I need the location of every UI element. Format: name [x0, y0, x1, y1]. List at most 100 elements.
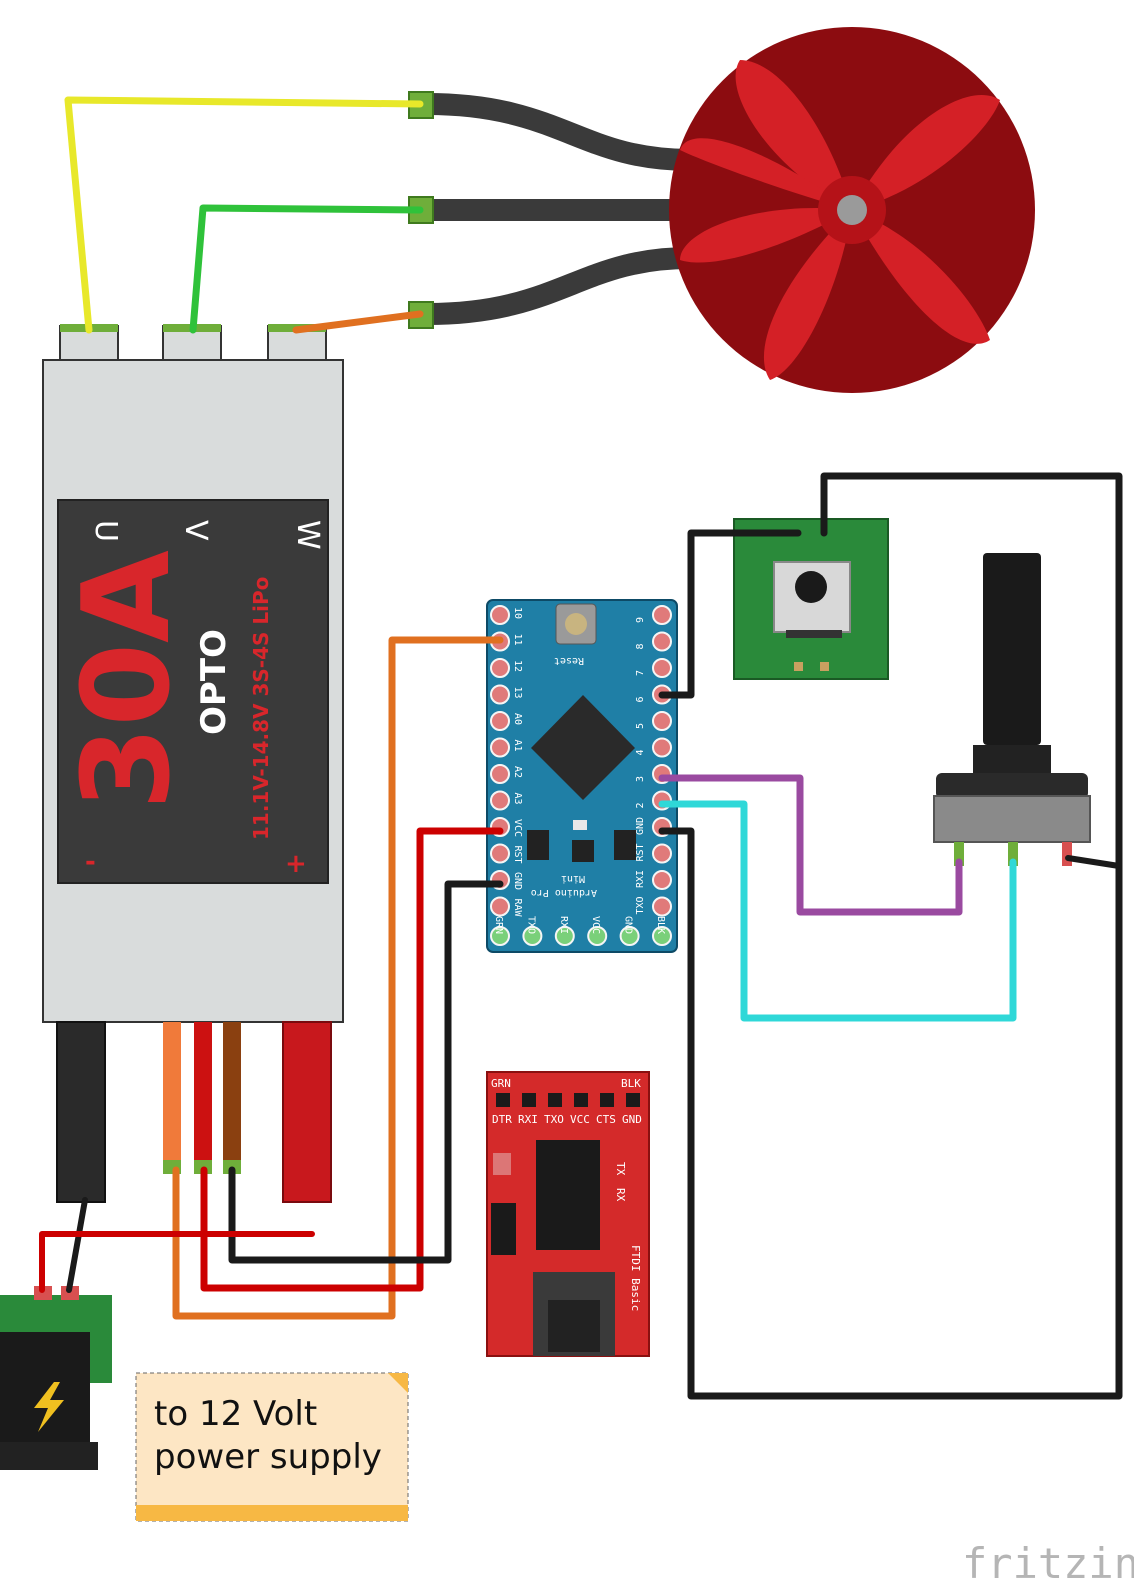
esc-signal-wire-orange: [163, 1022, 181, 1172]
ftdi-pin-label-dtr: DTR: [492, 1113, 512, 1126]
esc-label-panel: [57, 499, 329, 884]
ftdi-pin-label-cts: CTS: [596, 1113, 616, 1126]
pin-label-left-vcc: VCC: [512, 819, 523, 837]
pin-label-right-rxi: RXI: [635, 870, 646, 888]
reset-label: Reset: [554, 655, 584, 666]
pin-label-left-raw: RAW: [512, 899, 523, 918]
pin-label-right-4: 4: [635, 749, 646, 755]
ftdi-pin-rxi: [522, 1093, 536, 1107]
pushbutton-pad-2: [820, 662, 829, 671]
pin-left-raw: [490, 896, 510, 917]
ftdi-pin-label-txo: TXO: [544, 1113, 564, 1126]
wire-black-gnd: [228, 880, 504, 1264]
wire-black-button: [658, 529, 802, 699]
motor-spokes: [680, 60, 1000, 380]
pin-label-left-11: 11: [512, 634, 523, 646]
wire-red-vcc: [200, 827, 504, 1292]
pin-label-bottom-vcc: VCC: [590, 916, 601, 934]
note-fold: [388, 1373, 408, 1393]
ftdi-name: FTDI Basic: [629, 1245, 642, 1311]
pin-label-right-6: 6: [635, 696, 646, 702]
ftdi-pin-dtr: [496, 1093, 510, 1107]
arduino-small-ic: [572, 840, 594, 862]
note: to 12 Volt power supply: [135, 1372, 409, 1522]
ftdi-rx-label: RX: [614, 1188, 627, 1202]
ftdi-pin-cts: [600, 1093, 614, 1107]
pushbutton-cap[interactable]: [795, 571, 827, 603]
esc-signal-wire-brown: [223, 1022, 241, 1172]
pin-bottom-gnd: [619, 926, 640, 946]
note-line-1: to 12 Volt: [154, 1394, 317, 1434]
potentiometer: [933, 553, 1091, 866]
wire-yellow-phase-u: [64, 96, 424, 334]
pot-pin-2: [1008, 842, 1018, 866]
pin-left-a0: [490, 711, 510, 731]
pin-right-rxi: [652, 870, 672, 890]
pin-label-left-a1: A1: [512, 740, 523, 752]
pin-label-right-7: 7: [635, 670, 646, 676]
pot-shaft: [983, 553, 1041, 745]
pin-right-4: [652, 737, 672, 758]
ftdi-pin-label-gnd: GND: [622, 1113, 642, 1126]
pin-label-right-txo: TXO: [635, 896, 646, 914]
power-jack-pin-1: [34, 1286, 52, 1300]
pin-label-left-13: 13: [512, 687, 523, 699]
pot-nut: [936, 773, 1088, 799]
pin-label-right-5: 5: [635, 723, 646, 729]
pin-bottom-blk: [652, 926, 672, 946]
pin-bottom-vcc: [587, 926, 608, 946]
esc-rating: 30A: [58, 550, 197, 810]
pin-right-8: [652, 631, 672, 652]
ftdi-pin-vcc: [574, 1093, 588, 1107]
ftdi-usb-opening: [548, 1300, 600, 1352]
pin-left-a2: [490, 764, 510, 784]
esc-type: OPTO: [194, 629, 234, 735]
wire-cyan-pot-signal: [658, 800, 1017, 1022]
pin-label-right-8: 8: [635, 643, 646, 649]
motor-lead-3: [426, 247, 691, 325]
pin-label-right-3: 3: [635, 776, 646, 782]
pin-right-7: [652, 658, 672, 678]
arduino-name: Arduino Pro: [531, 887, 597, 898]
wires: [39, 96, 1123, 1400]
pin-label-left-a0: A0: [512, 713, 523, 725]
ftdi-pin-label-rxi: RXI: [518, 1113, 538, 1126]
pin-label-right-9: 9: [635, 617, 646, 623]
lightning-bolt-icon: [34, 1382, 64, 1432]
wire-green-phase-v: [189, 204, 424, 334]
arduino-led: [573, 820, 587, 830]
motor-shaft: [837, 195, 867, 225]
ftdi-crystal: [491, 1203, 516, 1255]
motor-lead-1: [426, 93, 691, 171]
wire-red-power: [39, 1231, 315, 1293]
ftdi-pin-txo: [548, 1093, 562, 1107]
ftdi-pin-gnd: [626, 1093, 640, 1107]
ftdi-top-right-label: BLK: [621, 1077, 641, 1090]
pin-right-txo: [652, 896, 672, 917]
arduino-mcu-chip: [531, 695, 635, 800]
wire-orange-phase-w: [292, 310, 424, 334]
pot-pin-1: [954, 842, 964, 866]
pin-label-left-rst: RST: [512, 846, 523, 864]
pin-left-a3: [490, 790, 510, 811]
ftdi-top-left-label: GRN: [491, 1077, 511, 1090]
pin-left-a1: [490, 737, 510, 758]
esc-plus: +: [285, 849, 307, 879]
arduino-regulator-right: [614, 830, 636, 860]
pin-label-left-a2: A2: [512, 766, 523, 778]
pushbutton-pad-1: [794, 662, 803, 671]
pin-label-right-gnd: GND: [635, 817, 646, 835]
esc-lead-positive: [282, 1021, 332, 1203]
pin-label-right-2: 2: [635, 802, 646, 808]
pin-left-12: [490, 658, 510, 678]
pin-bottom-grn: [490, 926, 510, 946]
power-jack-base: [0, 1442, 98, 1470]
power-jack-body: [0, 1332, 90, 1442]
wire-orange-signal: [172, 636, 504, 1320]
ftdi-tx-label: TX: [614, 1162, 627, 1176]
ftdi-chip: [536, 1140, 600, 1250]
ftdi-component: [493, 1153, 511, 1175]
